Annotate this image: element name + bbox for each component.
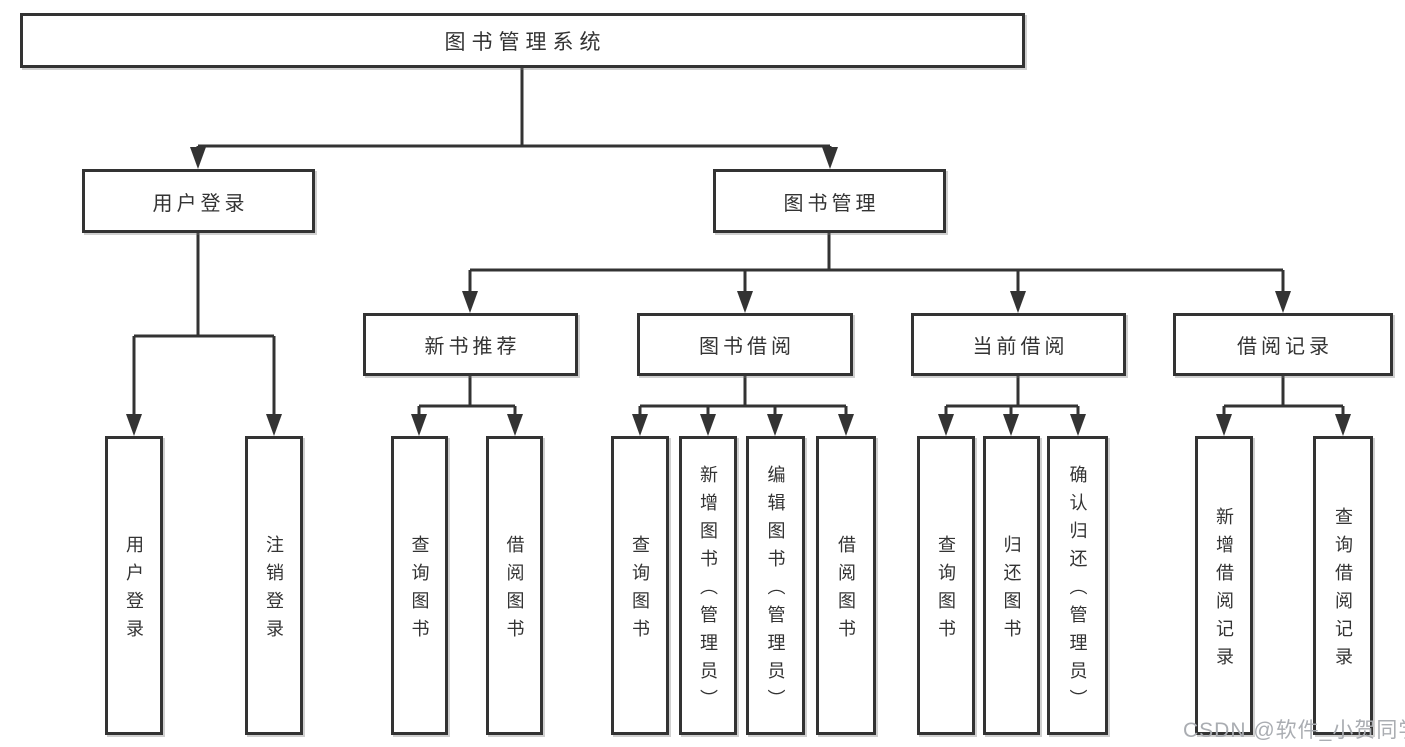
leaf-query-books-current: 查询图书 [917,436,975,735]
node-book-management-label: 图书管理 [783,192,880,215]
leaf-edit-books-admin-label: 编辑图书（管理员） [765,464,786,717]
arrow-down-icon [1335,414,1351,436]
leaf-edit-books-admin: 编辑图书（管理员） [746,436,805,735]
arrow-down-icon [822,147,838,169]
arrow-down-icon [938,414,954,436]
connector-borrow-record-children [1216,376,1351,436]
leaf-borrow-books-recommend: 借阅图书 [486,436,543,735]
node-borrow-records-label: 借阅记录 [1237,336,1333,358]
arrow-down-icon [126,414,142,436]
arrow-down-icon [411,414,427,436]
connector-line [468,233,1285,295]
connector-book-borrow-children [632,376,854,436]
node-root: 图书管理系统 [20,13,1025,68]
leaf-return-books-label: 归还图书 [1001,534,1022,647]
leaf-query-books-borrow: 查询图书 [611,436,669,735]
leaf-query-borrow-record-label: 查询借阅记录 [1333,506,1353,675]
leaf-borrow-books: 借阅图书 [816,436,876,735]
node-new-book-recommend: 新书推荐 [363,313,578,376]
node-new-book-recommend-label: 新书推荐 [424,336,521,358]
node-root-label: 图书管理系统 [444,30,607,54]
leaf-user-login-label: 用户登录 [124,534,144,647]
arrow-down-icon [632,414,648,436]
arrow-down-icon [838,414,854,436]
arrow-down-icon [190,147,206,169]
connector-new-book-children [411,376,523,436]
leaf-query-books-borrow-label: 查询图书 [630,534,650,647]
connector-line [132,233,276,418]
leaf-add-books-admin: 新增图书（管理员） [679,436,737,735]
node-user-login: 用户登录 [82,169,315,233]
leaf-confirm-return-admin-label: 确认归还（管理员） [1067,464,1088,717]
leaf-logout: 注销登录 [245,436,303,735]
leaf-add-borrow-record: 新增借阅记录 [1195,436,1253,735]
connector-line [1222,376,1345,418]
connector-line [196,68,832,152]
arrow-down-icon [266,414,282,436]
csdn-watermark: CSDN @软件_小贺同学 [1183,719,1405,742]
node-borrow-records: 借阅记录 [1173,313,1393,376]
node-current-borrow: 当前借阅 [911,313,1126,376]
arrow-down-icon [1010,291,1026,313]
arrow-down-icon [462,291,478,313]
arrow-down-icon [507,414,523,436]
node-book-borrow: 图书借阅 [637,313,853,376]
leaf-user-login: 用户登录 [105,436,163,735]
node-current-borrow-label: 当前借阅 [972,336,1069,358]
arrow-down-icon [1003,414,1019,436]
arrow-down-icon [700,414,716,436]
leaf-add-books-admin-label: 新增图书（管理员） [698,464,718,717]
connector-book-management-children [462,233,1291,313]
node-user-login-label: 用户登录 [152,192,249,215]
connector-root-to-level1 [190,68,838,169]
leaf-borrow-books-recommend-label: 借阅图书 [504,534,525,647]
node-book-borrow-label: 图书借阅 [699,336,795,358]
leaf-confirm-return-admin: 确认归还（管理员） [1047,436,1108,735]
leaf-borrow-books-label: 借阅图书 [836,534,856,647]
arrow-down-icon [1216,414,1232,436]
connector-user-login-children [126,233,282,436]
leaf-query-borrow-record: 查询借阅记录 [1313,436,1373,735]
connector-line [417,376,517,418]
leaf-add-borrow-record-label: 新增借阅记录 [1214,506,1234,675]
arrow-down-icon [767,414,783,436]
leaf-query-books-current-label: 查询图书 [936,534,956,647]
leaf-logout-label: 注销登录 [264,534,284,647]
leaf-return-books: 归还图书 [983,436,1040,735]
arrow-down-icon [1070,414,1086,436]
arrow-down-icon [737,291,753,313]
connector-current-borrow-children [938,376,1086,436]
node-book-management: 图书管理 [713,169,946,233]
connector-line [638,376,848,418]
arrow-down-icon [1275,291,1291,313]
leaf-query-books-recommend-label: 查询图书 [409,534,430,647]
leaf-query-books-recommend: 查询图书 [391,436,448,735]
connector-line [944,376,1080,418]
